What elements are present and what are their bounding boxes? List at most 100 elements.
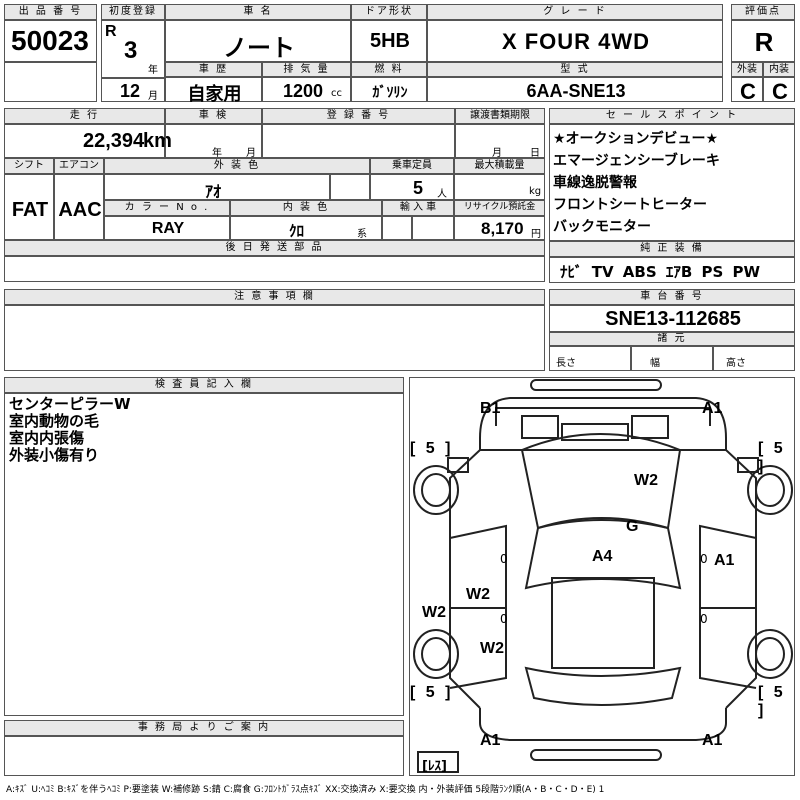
recycle-box: 8,170 円: [454, 216, 545, 240]
grade: X FOUR 4WD: [501, 29, 651, 54]
exterior-box: C: [731, 77, 763, 104]
displacement-label: 排 気 量: [262, 62, 351, 77]
load-box: kg: [454, 174, 545, 200]
exterior-grade: C: [740, 79, 756, 104]
equipment: ﾅﾋﾞ TV ABS ｴｱB PS PW: [560, 263, 761, 281]
int-color-label: 内 装 色: [230, 200, 382, 216]
shift-box: FAT: [4, 174, 54, 240]
shift-label: シフト: [4, 158, 54, 174]
interior-box: C: [763, 77, 795, 104]
inspector-note: 外装小傷有り: [9, 446, 100, 464]
car-name-label: 車 名: [165, 4, 351, 20]
damage-a4: A4: [592, 548, 613, 565]
tire-front-right: [ 5 ]: [758, 440, 786, 475]
inspector-note: センターピラーW: [9, 395, 131, 413]
displacement-box: 1200 cc: [262, 77, 351, 102]
capacity: 5: [413, 178, 424, 198]
door-type: 5HB: [369, 30, 410, 52]
reg-month: 12: [120, 81, 141, 101]
car-outline: [413, 379, 793, 773]
width-box: 幅: [631, 346, 713, 371]
mark-zero: 0: [700, 612, 708, 626]
plate-label: 登 録 番 号: [262, 108, 455, 124]
history-box: 自家用: [165, 77, 262, 105]
mark-zero: 0: [700, 552, 708, 566]
load-label: 最大積載量: [454, 158, 545, 174]
inspection-year-unit: 年: [212, 148, 222, 159]
month-unit: 月: [148, 91, 158, 102]
lot-number: 50023: [11, 25, 89, 56]
sales-point: 車線逸脱警報: [553, 175, 637, 191]
inspector-note: 室内内張傷: [9, 429, 85, 447]
inspection-box: 年 月: [165, 124, 262, 159]
office-label: 事 務 局 よ り ご 案 内: [4, 720, 404, 736]
lot-label: 出 品 番 号: [4, 4, 97, 20]
sales-point: バックモニター: [553, 219, 651, 235]
caution-box: [4, 305, 545, 371]
tire-rear-left: [ 5 ]: [410, 684, 454, 701]
load-unit: kg: [529, 186, 542, 197]
color: ｱｵ: [205, 182, 222, 201]
import-box-b: [412, 216, 454, 240]
equipment-label: 純 正 装 備: [549, 241, 795, 257]
color-no-label: カ ラ ー N o .: [104, 200, 230, 216]
caution-label: 注 意 事 項 欄: [4, 289, 545, 305]
height-label: 高さ: [726, 358, 746, 369]
model-box: 6AA-SNE13: [427, 77, 723, 102]
equipment-box: ﾅﾋﾞ TV ABS ｴｱB PS PW: [549, 257, 795, 283]
inspection-month-unit: 月: [246, 148, 256, 159]
transfer-label: 譲渡書類期限: [455, 108, 545, 124]
first-reg-label: 初度登録: [101, 4, 165, 20]
spare-tire: [ﾚｽ]: [422, 759, 447, 774]
damage-w2-left-rear: W2: [480, 640, 504, 657]
mileage-box: 22,394 km: [4, 124, 172, 158]
tire-rear-right: [ 5 ]: [758, 684, 786, 719]
car-name-box: ノート: [165, 20, 351, 62]
capacity-box: 5 人: [370, 174, 454, 200]
grade-box: X FOUR 4WD: [427, 20, 723, 62]
dims-label: 諸 元: [549, 332, 795, 346]
recycle: 8,170: [481, 219, 524, 238]
inspector-box: センターピラーW 室内動物の毛 室内内張傷 外装小傷有り: [4, 393, 404, 716]
mark-zero: 0: [500, 552, 508, 566]
aircon: AAC: [58, 199, 102, 221]
history-label: 車 歴: [165, 62, 262, 77]
damage-g: G: [626, 518, 639, 535]
width-label: 幅: [650, 358, 660, 369]
recycle-unit: 円: [531, 229, 541, 240]
color-box: ｱｵ: [104, 174, 330, 201]
transfer-month-unit: 月: [492, 148, 502, 159]
chassis-label: 車 台 番 号: [549, 289, 795, 305]
sales-point: フロントシートヒーター: [553, 197, 707, 213]
ac-label: エアコン: [54, 158, 104, 174]
damage-a1-rear-left: A1: [480, 732, 501, 749]
grade-label: グ レ ー ド: [427, 4, 723, 20]
damage-a1-front: A1: [702, 400, 723, 417]
sales-box: ★オークションデビュー★ エマージェンシーブレーキ 車線逸脱警報 フロントシート…: [549, 124, 795, 241]
sales-point: ★オークションデビュー★: [553, 131, 719, 147]
score-box: R: [731, 20, 795, 62]
later-parts-label: 後 日 発 送 部 品: [4, 240, 545, 256]
fuel-label: 燃 料: [351, 62, 427, 77]
lot-blank: [4, 62, 97, 102]
damage-b1: B1: [480, 400, 501, 417]
displacement: 1200: [283, 81, 324, 101]
color-extra-box: [330, 174, 370, 200]
car-name: ノート: [223, 34, 295, 62]
import-label: 輸 入 車: [382, 200, 454, 216]
transfer-box: 月 日: [455, 124, 545, 159]
transfer-day-unit: 日: [530, 148, 540, 159]
door-box: 5HB: [351, 20, 427, 62]
height-box: 高さ: [713, 346, 795, 371]
chassis-box: SNE13-112685: [549, 305, 795, 332]
mileage-unit: km: [143, 130, 172, 152]
tire-front-left: [ 5 ]: [410, 440, 454, 457]
capacity-label: 乗車定員: [370, 158, 454, 174]
history: 自家用: [187, 84, 242, 105]
damage-a1-right: A1: [714, 552, 735, 569]
reg-year: 3: [124, 37, 138, 64]
fuel: ｶﾞｿﾘﾝ: [372, 85, 408, 101]
fuel-box: ｶﾞｿﾘﾝ: [351, 77, 427, 102]
door-label: ドア形状: [351, 4, 427, 20]
chassis-number: SNE13-112685: [605, 308, 741, 330]
